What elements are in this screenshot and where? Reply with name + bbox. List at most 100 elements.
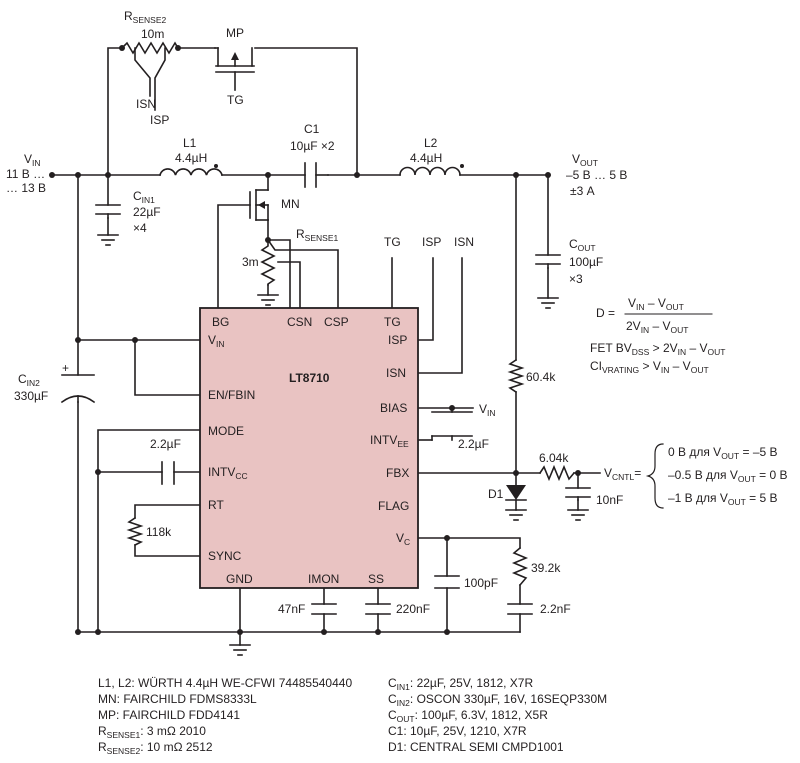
rsense1-resistor: [260, 239, 276, 286]
l1-label: L1: [183, 136, 197, 150]
vcntl-label: VCNTL=: [604, 466, 641, 482]
component-labels: RSENSE2 10m MP ISN ISP TG L1 4.4µH C1 10…: [6, 9, 641, 616]
rsense2-resistor: [120, 41, 180, 111]
mp-label: MP: [226, 26, 244, 40]
cout-mult: ×3: [569, 272, 583, 286]
pin-fbx: FBX: [386, 466, 409, 480]
bom-left-line: RSENSE1: 3 mΩ 2010: [98, 724, 206, 740]
c1-value: 10µF ×2: [290, 139, 335, 153]
imon-cap-value: 47nF: [278, 602, 305, 616]
design-equations: D = VIN – VOUT 2VIN – VOUT FET BVDSS > 2…: [590, 296, 725, 375]
l2-value: 4.4µH: [410, 151, 442, 165]
cin1-mult: ×4: [133, 221, 147, 235]
duty-cycle-lhs: D =: [596, 306, 615, 320]
vin-range-1: 11 В …: [6, 167, 45, 181]
bom-right-line: C1: 10µF, 25V, 1210, X7R: [388, 724, 527, 738]
vcntl-case-3: –1 В для VOUT = 5 В: [668, 491, 778, 507]
pin-gnd: GND: [226, 572, 253, 586]
vcntl-case-1: 0 В для VOUT = –5 В: [668, 445, 778, 461]
pin-vin: VIN: [208, 333, 225, 349]
pin-imon: IMON: [308, 572, 339, 586]
pin-flag: FLAG: [378, 499, 409, 513]
intvcc-capacitor: [161, 461, 175, 485]
pin-intvcc: INTVCC: [208, 465, 248, 481]
pin-sync: SYNC: [208, 549, 242, 563]
vcntl-cap-value: 10nF: [596, 493, 623, 507]
rsense2-label: RSENSE2: [124, 9, 166, 25]
feedback-resistor-value: 60.4k: [526, 370, 556, 384]
bom-left: L1, L2: WÜRTH 4.4µH WE-CFWI 74485540440 …: [98, 676, 352, 756]
duty-cycle-denominator: 2VIN – VOUT: [626, 319, 689, 335]
lt8710-chip: [199, 307, 419, 589]
pin-en-fbin: EN/FBIN: [208, 388, 255, 402]
cin2-label: CIN2: [18, 372, 40, 388]
vcntl-case-2: –0.5 В для VOUT = 0 В: [668, 468, 788, 484]
ground-icon: [505, 509, 527, 521]
chip-pin-labels: LT8710 BG CSN CSP TG VIN EN/FBIN MODE IN…: [208, 315, 410, 586]
c1-label: C1: [304, 122, 320, 136]
l1-inductor: [159, 164, 223, 176]
d1-label: D1: [488, 487, 504, 501]
l2-label: L2: [424, 136, 438, 150]
cin1-label: CIN1: [133, 189, 155, 205]
cin1-capacitor: [95, 204, 121, 219]
bom-right-line: CIN2: OSCON 330µF, 16V, 16SEQP330M: [388, 692, 607, 708]
vc-capacitor-2n2f: [507, 603, 533, 615]
vout-current: ±3 А: [570, 184, 595, 198]
mn-nmos-transistor: [249, 189, 269, 221]
vc-resistor-39k2: [511, 546, 529, 587]
ground-icon: [537, 297, 559, 309]
ground-icon: [97, 234, 119, 246]
vc-resistor-value: 39.2k: [531, 561, 561, 575]
feedback-resistor-60k4: [507, 358, 525, 394]
rsense2-value: 10m: [141, 27, 164, 41]
vcntl-resistor-6k04: [538, 464, 576, 482]
rt-value: 118k: [146, 525, 172, 539]
vc-capacitor-100pf: [434, 575, 460, 589]
imon-capacitor: [311, 603, 337, 615]
cin2-electrolytic-capacitor: +: [60, 361, 96, 404]
duty-cycle-numerator: VIN – VOUT: [628, 296, 684, 312]
d1-diode: [505, 485, 527, 501]
ground-icon: [567, 509, 589, 521]
bom-left-line: MP: FAIRCHILD FDD4141: [98, 708, 240, 722]
svg-text:+: +: [62, 361, 69, 375]
pin-ss: SS: [368, 572, 384, 586]
vcntl-capacitor-10nf: [565, 487, 591, 501]
vc-cap-100pf-value: 100pF: [464, 576, 498, 590]
pin-isp: ISP: [388, 333, 407, 347]
vcntl-cases: 0 В для VOUT = –5 В –0.5 В для VOUT = 0 …: [645, 443, 788, 509]
vcntl-resistor-value: 6.04k: [539, 451, 569, 465]
bom-left-line: L1, L2: WÜRTH 4.4µH WE-CFWI 74485540440: [98, 676, 352, 690]
cout-capacitor: [535, 254, 561, 269]
junctions: [49, 45, 581, 635]
l2-inductor: [399, 164, 464, 176]
pin-bg: BG: [212, 315, 229, 329]
rt-resistor: [126, 516, 144, 547]
c1-capacitor: [304, 162, 329, 188]
ground-icon: [257, 294, 279, 306]
fet-bvdss-equation: FET BVDSS > 2VIN – VOUT: [590, 341, 725, 357]
rsense1-label: RSENSE1: [296, 227, 338, 243]
pin-bias: BIAS: [380, 401, 407, 415]
bom-right-line: CIN1: 22µF, 25V, 1812, X7R: [388, 676, 533, 692]
mp-pmos-transistor: [214, 47, 255, 91]
bom-right-line: D1: CENTRAL SEMI CMPD1001: [388, 740, 564, 754]
l1-value: 4.4µH: [175, 151, 207, 165]
vc-cap-2n2f-value: 2.2nF: [540, 602, 571, 616]
pin-tg: TG: [384, 315, 401, 329]
pin-csn: CSN: [287, 315, 312, 329]
vout-range: –5 В … 5 В: [566, 168, 627, 182]
bias-vin-label: VIN: [479, 402, 496, 418]
vin-range-2: … 13 В: [6, 181, 46, 195]
pin-mode: MODE: [208, 424, 244, 438]
tg-top-label: TG: [227, 93, 244, 107]
vin-label: VIN: [24, 152, 41, 168]
cin1-value: 22µF: [133, 205, 161, 219]
intvee-capacitor: [431, 411, 473, 441]
ground-icon: [229, 644, 251, 656]
isp-right-label: ISP: [422, 235, 441, 249]
chip-name: LT8710: [289, 371, 330, 385]
pin-intvee: INTVEE: [370, 433, 409, 449]
ground-symbols: [97, 234, 589, 656]
